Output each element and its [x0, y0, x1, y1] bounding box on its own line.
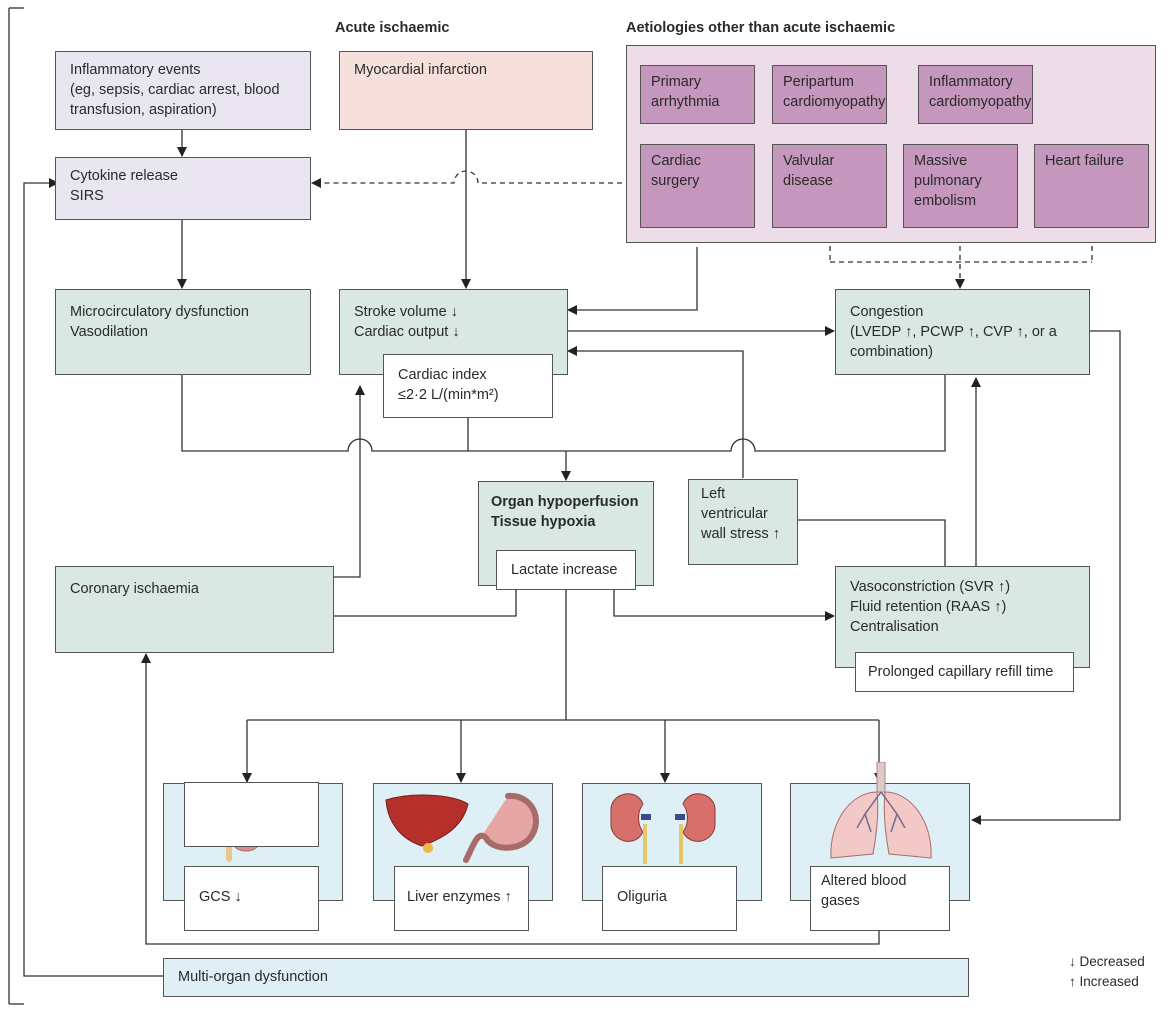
capillary-refill-label: Prolonged capillary refill time [868, 664, 1054, 680]
aetiology-label: Valvular disease [783, 153, 835, 189]
aetiology-primary-arrhythmia: Primary arrhythmia [640, 65, 755, 124]
lv-wall-stress-label: Left ventricular wall stress ↑ [701, 486, 780, 542]
heading-acute-ischaemic: Acute ischaemic [335, 20, 450, 36]
vasoconstriction-label: Vasoconstriction (SVR ↑) Fluid retention… [850, 579, 1011, 635]
lactate-increase-label: Lactate increase [511, 562, 618, 578]
aetiology-peripartum-cardiomyopathy: Peripartum cardiomyopathy [772, 65, 887, 124]
legend-decreased: ↓ Decreased [1069, 954, 1145, 969]
aetiology-label: Cardiac surgery [651, 153, 701, 189]
kidneys-icon [610, 793, 716, 864]
heading-other-aetiologies: Aetiologies other than acute ischaemic [626, 20, 896, 36]
aetiology-inflammatory-cardiomyopathy: Inflammatory cardiomyopathy [918, 65, 1033, 124]
aetiology-label: Heart failure [1045, 153, 1124, 169]
lactate-increase-box: Lactate increase [496, 550, 636, 590]
organ-label-box-liver: Liver enzymes ↑ [394, 866, 529, 931]
cytokine-release-label: Cytokine release SIRS [70, 168, 178, 204]
stroke-volume-label: Stroke volume ↓ Cardiac output ↓ [354, 304, 460, 340]
cytokine-release-box: Cytokine release SIRS [55, 157, 311, 220]
stroke-volume-box: Stroke volume ↓ Cardiac output ↓ [339, 289, 568, 375]
liver-stomach-icon [385, 792, 539, 863]
vasoconstriction-box: Vasoconstriction (SVR ↑) Fluid retention… [835, 566, 1090, 668]
cardiac-index-box: Cardiac index ≤2·2 L/(min*m²) [383, 354, 553, 418]
coronary-ischaemia-box: Coronary ischaemia [55, 566, 334, 653]
microcirculatory-label: Microcirculatory dysfunction Vasodilatio… [70, 304, 249, 340]
multi-organ-label: Multi-organ dysfunction [178, 969, 328, 985]
aetiology-heart-failure: Heart failure [1034, 144, 1149, 228]
organ-hypoperfusion-label: Organ hypoperfusion Tissue hypoxia [491, 494, 639, 530]
aetiology-label: Peripartum cardiomyopathy [783, 74, 886, 110]
congestion-label: Congestion (LVEDP ↑, PCWP ↑, CVP ↑, or a… [850, 304, 1057, 360]
aetiology-label: Primary arrhythmia [651, 74, 720, 110]
gcs-box [184, 782, 319, 847]
aetiology-label: Massive pulmonary embolism [914, 153, 982, 209]
aetiology-massive-pulmonary-embolism: Massive pulmonary embolism [903, 144, 1018, 228]
lungs-icon [830, 762, 932, 859]
organ-label: Oliguria [617, 889, 667, 905]
spacer [184, 783, 185, 784]
lv-wall-stress-box: Left ventricular wall stress ↑ [688, 479, 798, 565]
inflammatory-events-box: Inflammatory events (eg, sepsis, cardiac… [55, 51, 311, 130]
organ-label: GCS ↓ [199, 889, 242, 905]
aetiology-valvular-disease: Valvular disease [772, 144, 887, 228]
organ-label-box-kidneys: Oliguria [602, 866, 737, 931]
microcirculatory-box: Microcirculatory dysfunction Vasodilatio… [55, 289, 311, 375]
congestion-box: Congestion (LVEDP ↑, PCWP ↑, CVP ↑, or a… [835, 289, 1090, 375]
organ-label-box-gcs: GCS ↓ [184, 866, 319, 931]
myocardial-infarction-label: Myocardial infarction [354, 62, 487, 78]
aetiology-label: Inflammatory cardiomyopathy [929, 74, 1032, 110]
inflammatory-events-label: Inflammatory events (eg, sepsis, cardiac… [70, 62, 280, 118]
myocardial-infarction-box: Myocardial infarction [339, 51, 593, 130]
legend-increased: ↑ Increased [1069, 974, 1139, 989]
capillary-refill-box: Prolonged capillary refill time [855, 652, 1074, 692]
coronary-ischaemia-label: Coronary ischaemia [70, 581, 199, 597]
organ-label-box-lungs: Altered blood gases [810, 866, 950, 931]
organ-label: Altered blood gases [821, 873, 907, 909]
organ-label: Liver enzymes ↑ [407, 889, 512, 905]
cardiac-index-label: Cardiac index ≤2·2 L/(min*m²) [398, 367, 499, 403]
aetiology-cardiac-surgery: Cardiac surgery [640, 144, 755, 228]
multi-organ-box: Multi-organ dysfunction [163, 958, 969, 997]
